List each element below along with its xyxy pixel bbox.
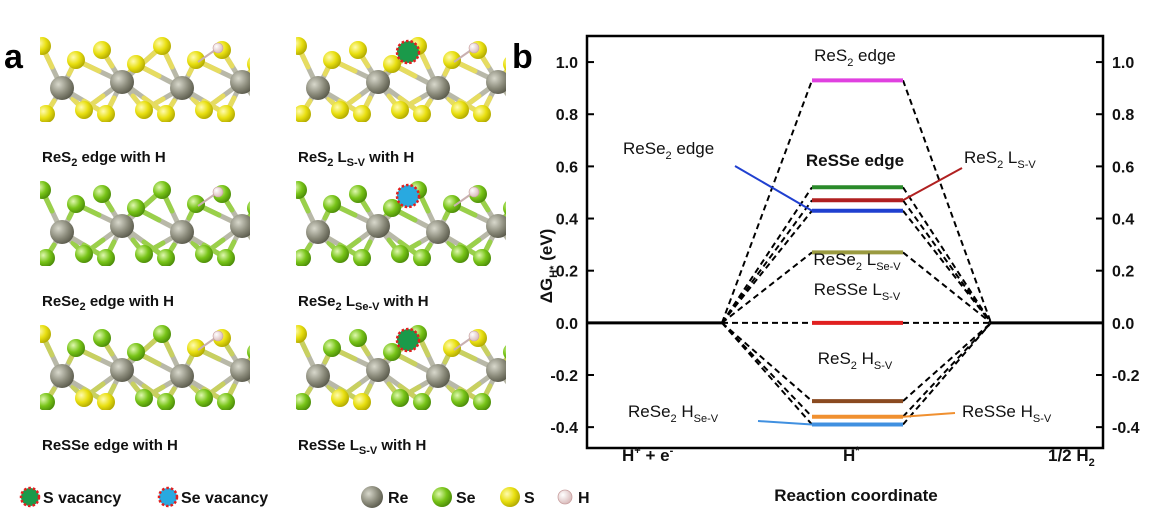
- caption-rese2-lsev: ReSe2 LSe-V with H: [298, 293, 429, 313]
- svg-text:S vacancy: S vacancy: [43, 490, 121, 507]
- leader-rese2-edge: [734, 165, 813, 212]
- legend-re: Re: [361, 486, 409, 508]
- legend-s: S: [500, 487, 535, 507]
- label-resse-hsv: ReSSe HS-V: [962, 402, 1052, 425]
- connector-right: [902, 322, 992, 402]
- svg-text:S: S: [524, 490, 535, 507]
- plot-frame: [585, 34, 1105, 450]
- label-rese2-edge: ReSe2 edge: [623, 139, 714, 162]
- atomic-structure: [296, 181, 506, 266]
- connector-left: [721, 79, 813, 324]
- connector-left: [721, 199, 813, 324]
- x-label-final: 1/2 H2: [1048, 446, 1095, 469]
- y-tick-label-left: 0.2: [556, 264, 578, 281]
- y-tick-label-left: -0.4: [550, 420, 578, 437]
- caption-rese2-edge: ReSe2 edge with H: [42, 293, 174, 313]
- label-res2-lsv: ReS2 LS-V: [964, 148, 1036, 171]
- connector-right: [902, 199, 992, 324]
- energy-levels: [812, 78, 903, 427]
- leader-resse-hsv: [902, 412, 956, 418]
- y-tick-label-left: -0.2: [550, 368, 578, 385]
- y-tick-label-left: 1.0: [556, 55, 578, 72]
- caption-resse-edge: ReSSe edge with H: [42, 437, 178, 454]
- legend-se: Se: [432, 487, 476, 507]
- connector-right: [902, 186, 992, 324]
- energy-diagram: -0.4 -0.4 -0.2 -0.2 0.0 0.0 0.2 0.2 0.4 0.4 0.6 0.6…: [537, 34, 1140, 505]
- y-tick-label-left: 0.6: [556, 159, 578, 176]
- panel-a-label: a: [4, 38, 24, 76]
- y-tick-label-right: 0.0: [1112, 316, 1134, 333]
- legend-s-vacancy: S vacancy: [19, 486, 121, 508]
- label-resse-edge: ReSSe edge: [806, 151, 904, 170]
- leader-rese2-hsev: [757, 420, 813, 426]
- connector-right: [902, 322, 992, 426]
- connector-right: [902, 251, 992, 324]
- y-tick-label-right: -0.4: [1112, 420, 1140, 437]
- label-rese2-hsev: ReSe2 HSe-V: [628, 402, 719, 425]
- x-axis-label: Reaction coordinate: [774, 486, 937, 505]
- connector-left: [721, 210, 813, 324]
- svg-text:Re: Re: [388, 490, 409, 507]
- legend-h: H: [557, 489, 590, 507]
- y-tick-label-left: 0.8: [556, 107, 578, 124]
- svg-text:H: H: [578, 490, 590, 507]
- x-label-intermediate: H*: [843, 445, 860, 465]
- s-vacancy-marker: [395, 39, 421, 65]
- y-tick-label-right: 0.8: [1112, 107, 1134, 124]
- connector-right: [902, 210, 992, 324]
- se-vacancy-marker: [395, 183, 421, 209]
- y-tick-label-left: 0.4: [556, 212, 578, 229]
- caption-resse-lsv: ReSSe LS-V with H: [298, 437, 426, 457]
- atomic-structure: [40, 181, 250, 266]
- connector-lines: [721, 79, 992, 426]
- svg-text:Se vacancy: Se vacancy: [181, 490, 268, 507]
- label-rese2-lsev: ReSe2 LSe-V: [813, 250, 901, 273]
- y-tick-label-right: 0.6: [1112, 159, 1134, 176]
- atomic-structure: [40, 325, 250, 410]
- svg-text:Se: Se: [456, 490, 476, 507]
- atomic-structure: [40, 37, 250, 122]
- connector-left: [721, 322, 813, 402]
- caption-res2-edge: ReS2 edge with H: [42, 149, 166, 169]
- atomic-structure: [296, 325, 506, 410]
- axis-ticks: -0.4 -0.4 -0.2 -0.2 0.0 0.0 0.2 0.2 0.4 0.4 0.6 0.6…: [550, 55, 1139, 437]
- panel-b-label: b: [512, 38, 533, 76]
- atom-legend: S vacancy Se vacancy Re Se S H: [19, 486, 590, 508]
- caption-res2-lsv: ReS2 LS-V with H: [298, 149, 414, 169]
- legend-se-vacancy: Se vacancy: [157, 486, 268, 508]
- y-tick-label-right: -0.2: [1112, 368, 1140, 385]
- label-resse-lsv: ReSSe LS-V: [814, 280, 901, 303]
- label-res2-hsv: ReS2 HS-V: [818, 349, 893, 372]
- structure-captions: ReS2 edge with H ReS2 LS-V with H ReSe2 …: [42, 149, 429, 457]
- y-tick-label-right: 0.4: [1112, 212, 1134, 229]
- annotation-leaders: [734, 165, 963, 426]
- leader-res2-lsv: [902, 167, 963, 202]
- y-tick-label-right: 1.0: [1112, 55, 1134, 72]
- s-vacancy-marker: [395, 327, 421, 353]
- level-labels: ReS2 edge ReSSe edge ReS2 LS-V ReSe2 edg…: [623, 46, 1052, 425]
- connector-left: [721, 251, 813, 324]
- structure-images: [40, 37, 506, 410]
- connector-left: [721, 186, 813, 324]
- connector-right: [902, 79, 992, 324]
- x-label-initial: H+ + e-: [622, 445, 674, 465]
- y-axis-label: ΔGH* (eV): [537, 229, 560, 304]
- connector-right: [902, 322, 992, 418]
- connector-left: [721, 322, 813, 418]
- label-res2-edge: ReS2 edge: [814, 46, 896, 69]
- connector-left: [721, 322, 813, 426]
- y-tick-label-right: 0.2: [1112, 264, 1134, 281]
- y-tick-label-left: 0.0: [556, 316, 578, 333]
- atomic-structure: [296, 37, 506, 122]
